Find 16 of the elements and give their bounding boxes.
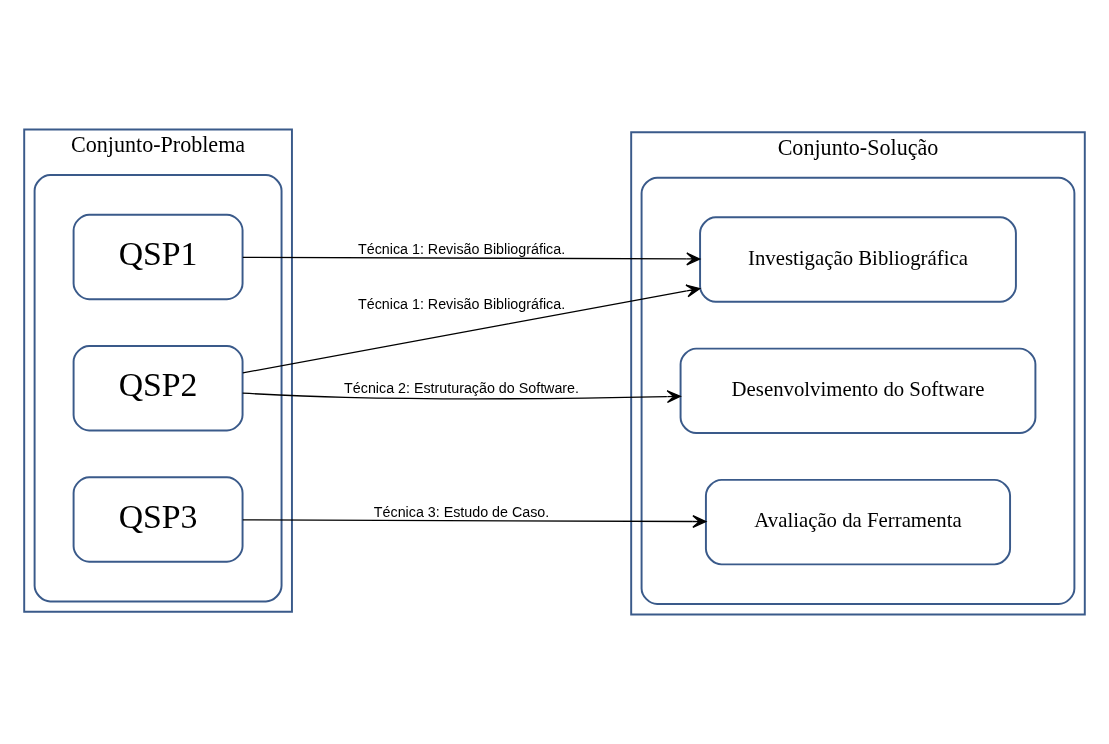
edge-label: Técnica 3: Estudo de Caso.: [373, 503, 550, 520]
edge-label: Técnica 2: Estruturação do Software.: [344, 380, 580, 397]
edge-label: Técnica 1: Revisão Bibliográfica.: [357, 295, 566, 312]
node-box: QSP2: [72, 345, 244, 432]
cluster: [33, 174, 283, 603]
edge-label: Técnica 1: Revisão Bibliográfica.: [357, 241, 566, 258]
node-box: Investigação Bibliográfica: [699, 216, 1017, 303]
node-box: QSP1: [72, 213, 244, 301]
cluster: [640, 176, 1076, 605]
arrow: [241, 390, 681, 404]
node-box: QSP3: [72, 476, 244, 563]
arrow: [242, 284, 701, 374]
arrow: [242, 252, 701, 266]
node-box: Avaliação da Ferramenta: [704, 478, 1012, 566]
node-box: Desenvolvimento do Software: [679, 347, 1037, 435]
arrow: [242, 515, 707, 528]
